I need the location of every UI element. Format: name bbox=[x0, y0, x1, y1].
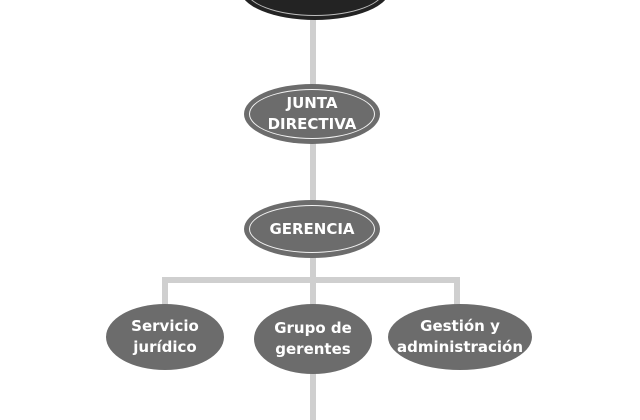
node-label: Servicio jurídico bbox=[131, 317, 199, 356]
connector-junta-to-gerencia bbox=[310, 142, 316, 202]
node-gerencia: GERENCIA bbox=[244, 200, 380, 258]
node-grupo-de-gerentes: Grupo de gerentes bbox=[254, 304, 372, 374]
node-gestion-y-administracion: Gestión y administración bbox=[388, 304, 532, 370]
connector-top-to-junta bbox=[310, 18, 316, 86]
node-label: Grupo de gerentes bbox=[274, 319, 352, 358]
connector-to-grupo bbox=[310, 277, 316, 307]
connector-gerencia-down bbox=[310, 256, 316, 280]
top-node bbox=[240, 0, 390, 20]
connector-grupo-down bbox=[310, 372, 316, 420]
node-junta-directiva: JUNTA DIRECTIVA bbox=[244, 84, 380, 144]
node-servicio-juridico: Servicio jurídico bbox=[106, 304, 224, 370]
connector-to-gestion bbox=[454, 277, 460, 307]
node-label: Gestión y administración bbox=[396, 317, 524, 356]
node-label: JUNTA DIRECTIVA bbox=[267, 94, 357, 133]
node-label: GERENCIA bbox=[269, 219, 355, 238]
connector-to-servicio bbox=[162, 277, 168, 307]
